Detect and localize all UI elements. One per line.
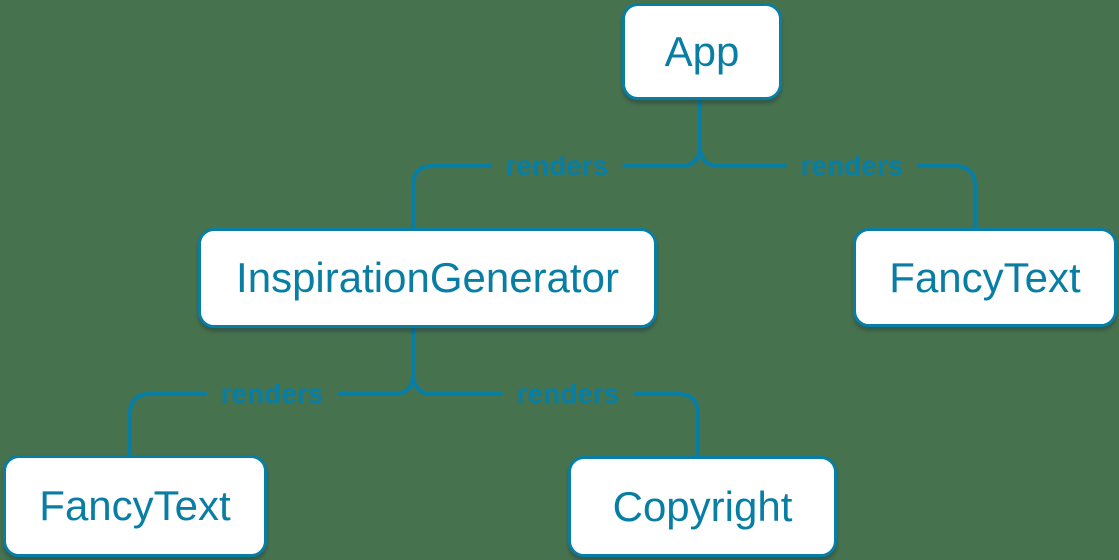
node-label: App bbox=[664, 27, 740, 75]
edge-label-renders: renders bbox=[206, 377, 338, 411]
edge-label-renders: renders bbox=[786, 149, 918, 183]
node-label: FancyText bbox=[39, 482, 231, 529]
edge-label-renders: renders bbox=[502, 377, 634, 411]
node-label: Copyright bbox=[612, 482, 793, 530]
node-label: FancyText bbox=[889, 253, 1081, 301]
tree-node-fancy-text-top: FancyText bbox=[853, 228, 1117, 327]
tree-node-app: App bbox=[622, 3, 782, 100]
tree-node-copyright: Copyright bbox=[568, 456, 837, 557]
tree-node-fancy-text-bottom: FancyText bbox=[3, 455, 267, 557]
node-label: InspirationGenerator bbox=[236, 254, 619, 301]
tree-node-inspiration-generator: InspirationGenerator bbox=[198, 228, 657, 328]
edge-label-renders: renders bbox=[491, 149, 623, 183]
